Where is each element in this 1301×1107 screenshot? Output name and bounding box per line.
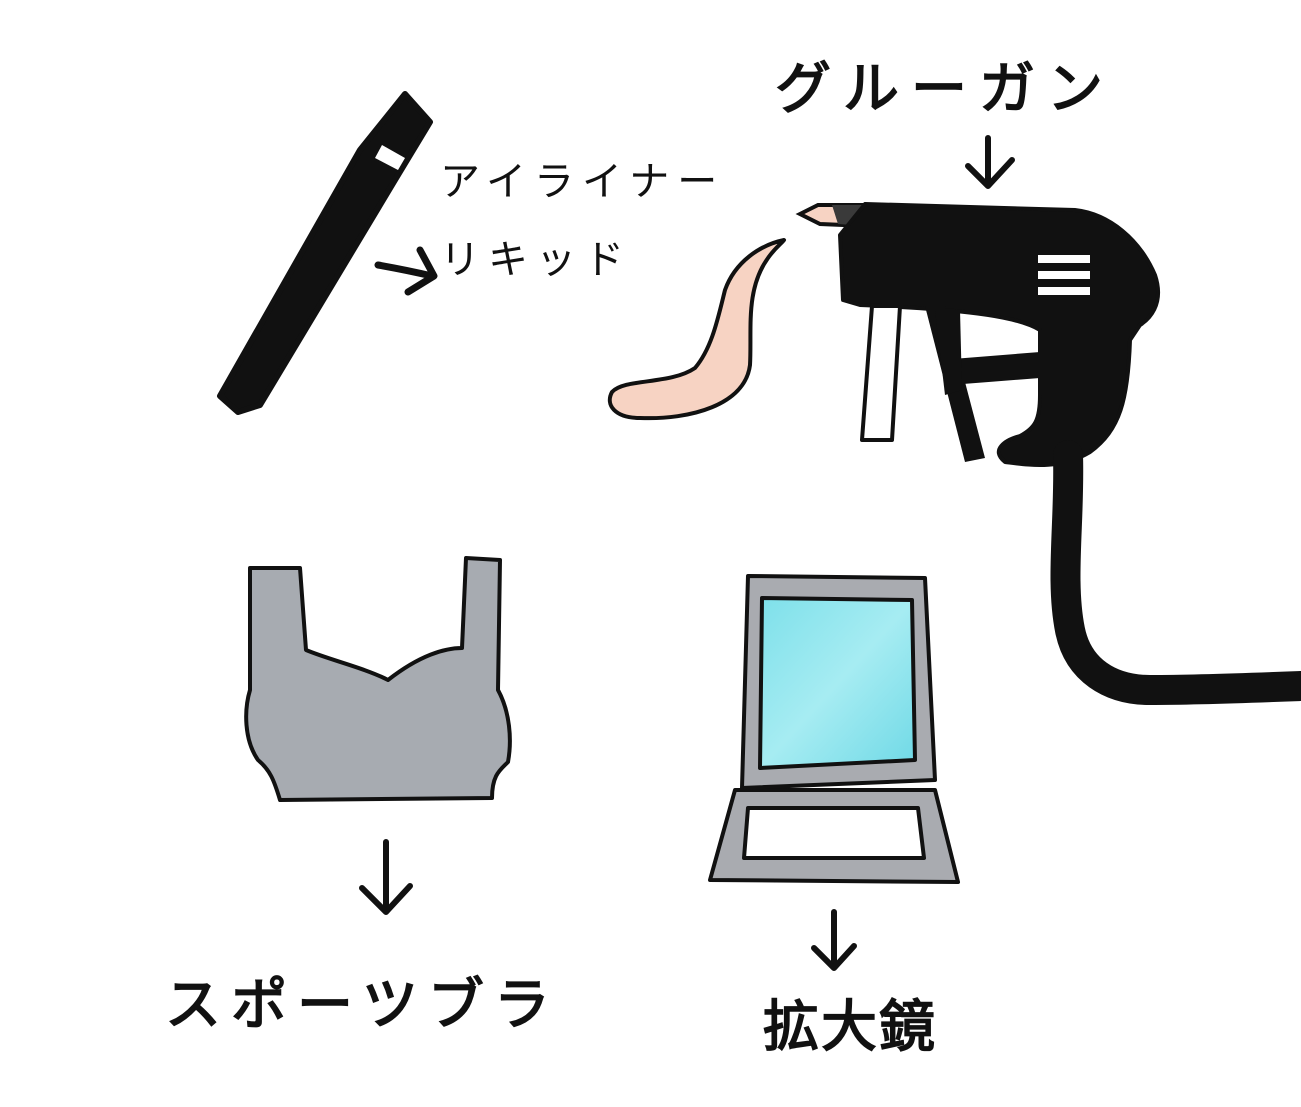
eyeliner-arrow-icon: [374, 246, 438, 296]
sports-bra-icon: [244, 556, 512, 802]
magnifying-mirror-icon: [708, 574, 960, 884]
glue-gun-label: グルーガン: [775, 57, 1115, 122]
magnifier-label: 拡大鏡: [763, 995, 937, 1060]
glue-gun-icon: [795, 202, 1301, 706]
eyeliner-pen-icon: [217, 91, 433, 415]
glue-gun-arrow-icon: [965, 135, 1015, 189]
sports-bra-label: スポーツブラ: [165, 973, 560, 1038]
glue-blob-icon: [607, 238, 786, 421]
magnifier-arrow-icon: [811, 909, 857, 971]
eyeliner-label-line2: リキッド: [440, 237, 632, 283]
sports-bra-arrow-icon: [359, 839, 413, 915]
eyeliner-label-line1: アイライナー: [440, 159, 726, 205]
